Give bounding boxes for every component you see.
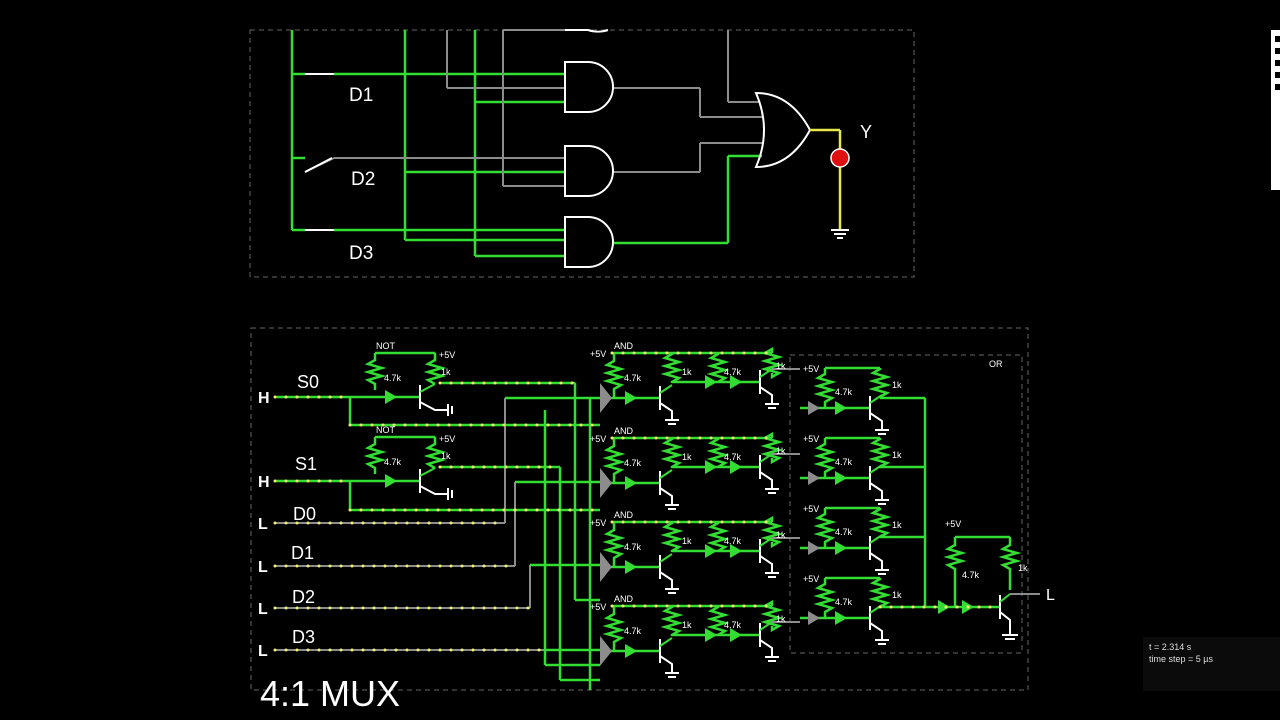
or-r-small-label: 1k bbox=[892, 520, 902, 530]
and-r-big-label: 4.7k bbox=[624, 373, 642, 383]
and-supply-label: +5V bbox=[590, 518, 606, 528]
input-name-d0: D0 bbox=[293, 504, 316, 524]
top-label-d3: D3 bbox=[349, 243, 373, 264]
side-panel-edge[interactable] bbox=[1271, 30, 1280, 190]
input-name-d2: D2 bbox=[292, 587, 315, 607]
and-gate-label: AND bbox=[614, 510, 634, 520]
simulation-status-panel: t = 2.314 s time step = 5 µs bbox=[1143, 637, 1280, 691]
and-supply-label: +5V bbox=[590, 349, 606, 359]
input-state-d3[interactable]: L bbox=[258, 643, 268, 660]
and-r-big-label: 4.7k bbox=[624, 626, 642, 636]
or-r-big-label: 4.7k bbox=[835, 387, 853, 397]
and-r-small-label: 1k bbox=[682, 367, 692, 377]
and-r-big-label: 4.7k bbox=[624, 458, 642, 468]
r-small-label-or-out: 1k bbox=[1018, 563, 1028, 573]
top-circuit-frame bbox=[249, 29, 915, 278]
or-label: OR bbox=[989, 359, 1003, 369]
top-output bbox=[810, 128, 850, 239]
not-gate-s0 bbox=[350, 351, 453, 416]
or-r-big-label: 4.7k bbox=[835, 457, 853, 467]
top-switches bbox=[304, 73, 334, 231]
and-r-small-label: 1k bbox=[682, 452, 692, 462]
and-r-small-label: 1k bbox=[776, 361, 786, 371]
and-r-small-label: 1k bbox=[776, 614, 786, 624]
or-r-small-label: 1k bbox=[892, 450, 902, 460]
or-r-big-label: 4.7k bbox=[835, 527, 853, 537]
input-name-s0: S0 bbox=[297, 372, 319, 392]
and-r-big-label: 4.7k bbox=[724, 536, 742, 546]
and-r-small-label: 1k bbox=[682, 536, 692, 546]
component-labels: NOT +5V 4.7k 1k NOT +5V 4.7k 1k OR +5V 4… bbox=[376, 341, 1055, 604]
supply-label-not-s0: +5V bbox=[439, 350, 455, 360]
or-section-frame bbox=[789, 354, 1023, 654]
top-label-d2: D2 bbox=[351, 169, 375, 190]
or-supply-label: +5V bbox=[803, 504, 819, 514]
not-label-s0: NOT bbox=[376, 341, 396, 351]
or-labels: +5V 4.7k 1k +5V 4.7k 1k +5V 4.7k 1k +5V 4.7k 1k bbox=[803, 364, 902, 607]
not-label-s1: NOT bbox=[376, 425, 396, 435]
and-gate-label: AND bbox=[614, 341, 634, 351]
and-supply-label: +5V bbox=[590, 602, 606, 612]
input-name-s1: S1 bbox=[295, 454, 317, 474]
r-big-label-not-s0: 4.7k bbox=[384, 373, 402, 383]
top-inactive-wires bbox=[304, 29, 762, 187]
input-state-d1[interactable]: L bbox=[258, 559, 268, 576]
and-supply-label: +5V bbox=[590, 434, 606, 444]
and-gate-label: AND bbox=[614, 426, 634, 436]
input-state-s1[interactable]: H bbox=[258, 474, 270, 491]
r-big-label-or-out: 4.7k bbox=[962, 570, 980, 580]
top-output-label: Y bbox=[860, 122, 872, 142]
sim-timestep: time step = 5 µs bbox=[1149, 654, 1213, 664]
bottom-circuit: H S0 H S1 L D0 L D1 L D2 L D3 NOT +5V 4.… bbox=[250, 327, 1055, 714]
input-state-d2[interactable]: L bbox=[258, 601, 268, 618]
top-and-gates bbox=[564, 29, 614, 268]
input-state-s0[interactable]: H bbox=[258, 390, 270, 407]
or-gate-rows bbox=[800, 366, 892, 645]
top-label-d1: D1 bbox=[349, 85, 373, 106]
supply-label-not-s1: +5V bbox=[439, 434, 455, 444]
and-r-big-label: 4.7k bbox=[624, 542, 642, 552]
and-r-big-label: 4.7k bbox=[724, 367, 742, 377]
or-supply-label: +5V bbox=[803, 434, 819, 444]
sim-time: t = 2.314 s bbox=[1149, 642, 1192, 652]
or-supply-label: +5V bbox=[803, 364, 819, 374]
r-small-label-not-s0: 1k bbox=[441, 367, 451, 377]
input-state-d0[interactable]: L bbox=[258, 516, 268, 533]
or-r-big-label: 4.7k bbox=[835, 597, 853, 607]
or-output-stage bbox=[880, 396, 1040, 640]
not-gate-s1 bbox=[350, 435, 453, 500]
input-name-d1: D1 bbox=[291, 543, 314, 563]
and-r-small-label: 1k bbox=[776, 530, 786, 540]
and-gate-label: AND bbox=[614, 594, 634, 604]
r-small-label-not-s1: 1k bbox=[441, 451, 451, 461]
input-labels: H S0 H S1 L D0 L D1 L D2 L D3 bbox=[258, 372, 319, 660]
input-name-d3: D3 bbox=[292, 627, 315, 647]
or-supply-label: +5V bbox=[803, 574, 819, 584]
output-state-label: L bbox=[1046, 587, 1055, 604]
mux-title: 4:1 MUX bbox=[260, 673, 400, 714]
supply-label-or-out: +5V bbox=[945, 519, 961, 529]
r-big-label-not-s1: 4.7k bbox=[384, 457, 402, 467]
top-or-gate bbox=[754, 91, 812, 169]
routing-wires bbox=[440, 381, 600, 690]
output-led-icon[interactable] bbox=[830, 148, 850, 168]
top-circuit: D1 D2 D3 Y bbox=[249, 29, 915, 278]
data-input-wires bbox=[275, 398, 545, 651]
or-r-small-label: 1k bbox=[892, 380, 902, 390]
or-r-small-label: 1k bbox=[892, 590, 902, 600]
top-active-wires bbox=[290, 30, 762, 258]
and-r-small-label: 1k bbox=[682, 620, 692, 630]
and-r-small-label: 1k bbox=[776, 446, 786, 456]
current-flow-dots bbox=[273, 351, 992, 652]
bottom-circuit-frame bbox=[250, 327, 1029, 691]
and-r-big-label: 4.7k bbox=[724, 452, 742, 462]
and-r-big-label: 4.7k bbox=[724, 620, 742, 630]
